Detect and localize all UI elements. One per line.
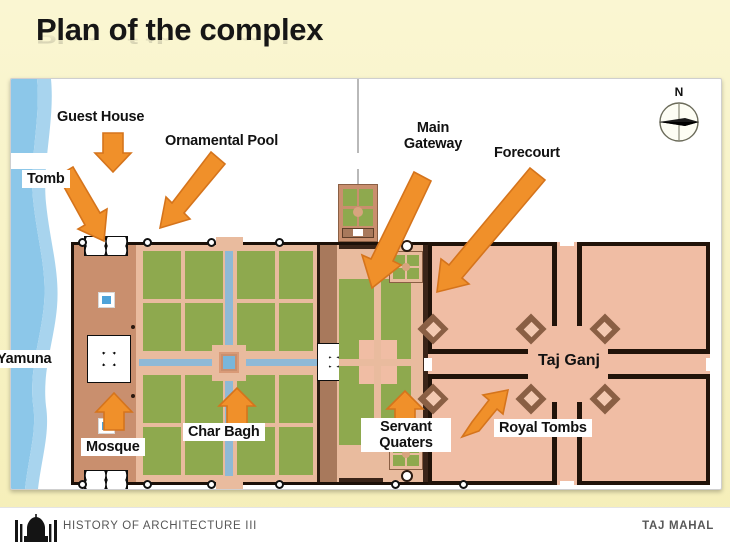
page-title-reflection: Plan of the complex: [36, 25, 324, 48]
garden-north-pavilion: [216, 237, 243, 251]
garden-cell-sw-3: [143, 427, 181, 475]
garden-cell-nw-4: [185, 303, 223, 351]
label-mosque: Mosque: [81, 438, 145, 457]
label-yamuna: Yamuna: [0, 350, 57, 369]
garden-cell-se-2: [279, 375, 313, 423]
garden-cell-ne-3: [237, 303, 275, 351]
garden-cell-se-4: [279, 427, 313, 475]
footer-right-text: TAJ MAHAL: [642, 520, 714, 532]
label-main-gateway-line1: Main: [416, 120, 450, 136]
corner-node-n3: [275, 238, 284, 247]
footer-left-text: HISTORY OF ARCHITECTURE III: [63, 520, 257, 532]
terrace-dot-nw: [131, 325, 135, 329]
corner-node-s3: [275, 480, 284, 489]
corner-node-n2: [207, 238, 216, 247]
label-royal-tombs: Royal Tombs: [494, 419, 592, 438]
corner-node-s4: [391, 480, 400, 489]
north-axis-line: [357, 79, 359, 184]
label-servant-quarters: Servant Quaters: [361, 418, 451, 453]
garden-cell-nw-2: [185, 251, 223, 299]
north-outer-garden: [338, 184, 378, 242]
garden-cell-ne-4: [279, 303, 313, 351]
taj-ganj-label: Taj Ganj: [538, 352, 600, 369]
slide-footer: HISTORY OF ARCHITECTURE III TAJ MAHAL: [0, 507, 730, 548]
compass-north-label: N: [674, 85, 684, 99]
ornamental-pool-water: [223, 356, 235, 369]
corner-node-sw: [78, 480, 87, 489]
label-main-gateway: Main Gateway: [392, 119, 474, 154]
north-pool: [98, 292, 115, 308]
guest-house-building: [84, 236, 128, 256]
forecourt-cross-path: [374, 279, 381, 445]
corner-node-s1: [143, 480, 152, 489]
label-servant-quarters-line1: Servant: [380, 419, 432, 435]
compass-rose-icon: [659, 102, 699, 142]
label-forecourt: Forecourt: [489, 144, 565, 163]
mosque-building: [84, 470, 128, 489]
small-garden-ne: [389, 251, 423, 283]
slide-title-block: Plan of the complex Plan of the complex: [36, 14, 323, 77]
label-ornamental-pool: Ornamental Pool: [160, 132, 284, 151]
taj-mahal-silhouette-icon: [15, 514, 57, 542]
service-block-north-wall: [339, 245, 383, 249]
gate-marker-se: [401, 470, 413, 482]
label-char-bagh: Char Bagh: [183, 423, 265, 442]
corner-node-n1: [143, 238, 152, 247]
south-pool: [98, 418, 115, 434]
garden-cell-nw-1: [143, 251, 181, 299]
garden-cell-sw-2: [185, 375, 223, 423]
service-block-south-wall: [339, 478, 383, 482]
corner-node-nw: [78, 238, 87, 247]
label-guest-house: Guest House: [52, 108, 150, 127]
taj-ganj-quarter: Taj Ganj: [417, 238, 714, 489]
garden-cell-ne-2: [279, 251, 313, 299]
compass-rose: N: [651, 85, 707, 155]
garden-cell-nw-3: [143, 303, 181, 351]
garden-cell-sw-1: [143, 375, 181, 423]
page-title: Plan of the complex: [36, 12, 324, 47]
garden-cell-ne-1: [237, 251, 275, 299]
gate-marker-ne: [401, 240, 413, 252]
label-backdrop-top: [11, 153, 721, 169]
terrace-dot-sw: [131, 394, 135, 398]
corner-node-s2: [207, 480, 216, 489]
garden-cell-se-1: [237, 375, 275, 423]
label-servant-quarters-line2: Quaters: [379, 435, 433, 452]
garden-south-pavilion: [216, 476, 243, 489]
tomb-building: [87, 335, 131, 383]
label-tomb: Tomb: [22, 170, 70, 189]
service-block-north: [339, 245, 383, 279]
label-main-gateway-line2: Gateway: [403, 136, 463, 153]
corner-node-s5: [459, 480, 468, 489]
